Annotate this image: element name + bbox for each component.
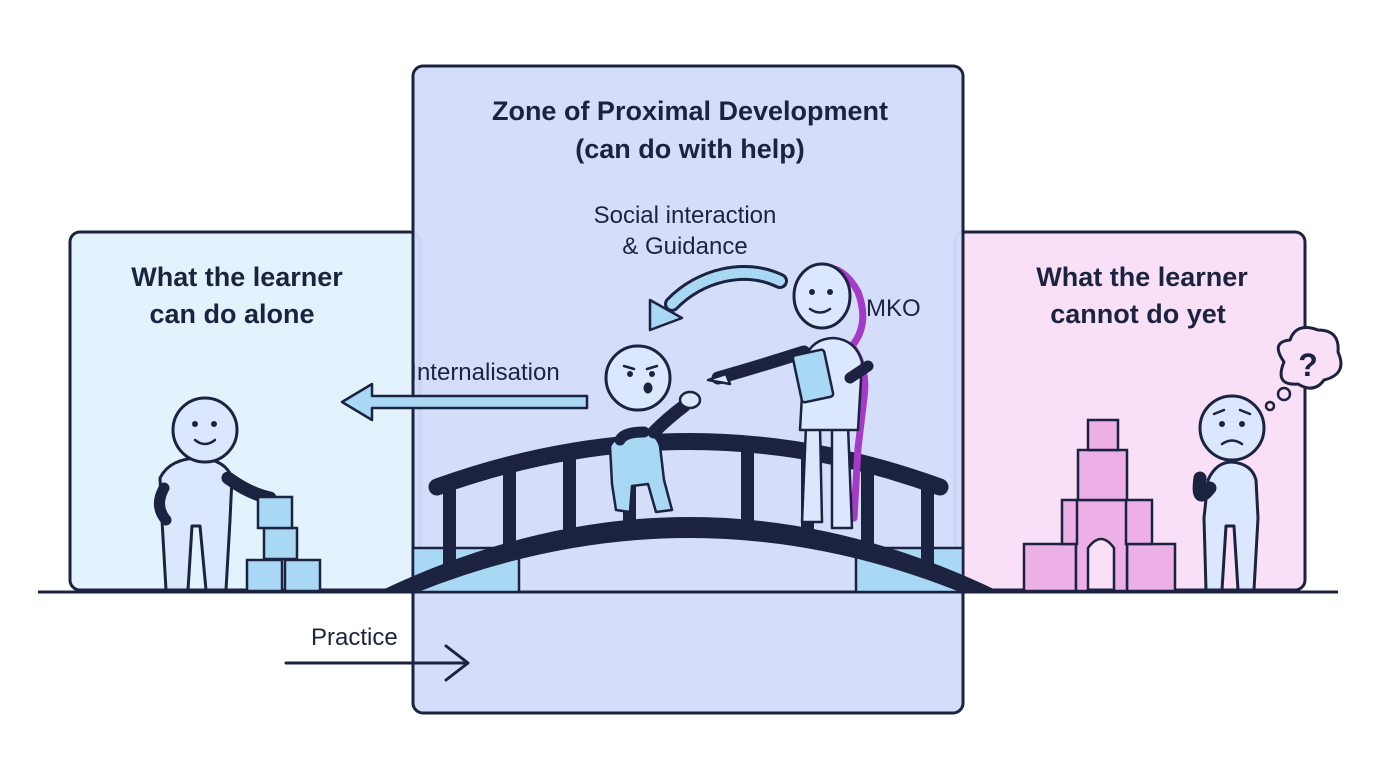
social-interaction-label-line-2: & Guidance — [622, 233, 747, 260]
left-arrow-icon — [340, 382, 589, 422]
zone-not-yet-title-line-2: cannot do yet — [1050, 299, 1226, 329]
zone-alone-title-line-1: What the learner — [131, 262, 343, 292]
practice-label: Practice — [311, 624, 398, 651]
zone-zpd-title-line-2: (can do with help) — [575, 134, 805, 164]
learner-with-help-figure — [604, 344, 702, 514]
question-mark: ? — [1298, 347, 1318, 383]
thinking-learner-figure — [1192, 394, 1266, 592]
right-arrow-icon — [284, 644, 470, 682]
zone-alone-title-line-2: can do alone — [149, 299, 314, 329]
blue-blocks — [245, 495, 322, 593]
zone-zpd-title-line-1: Zone of Proximal Development — [492, 96, 888, 126]
thought-bubble-icon: ? — [1264, 326, 1343, 412]
pink-blocks — [1022, 418, 1177, 593]
social-interaction-label-line-1: Social interaction — [594, 202, 777, 229]
learner-alone-figure — [154, 396, 277, 592]
mko-figure — [706, 262, 874, 530]
mko-label: MKO — [866, 295, 921, 322]
internalisation-label: Internalisation — [410, 359, 559, 386]
curved-arrow-icon — [648, 264, 788, 332]
zone-not-yet-title-line-1: What the learner — [1036, 262, 1248, 292]
